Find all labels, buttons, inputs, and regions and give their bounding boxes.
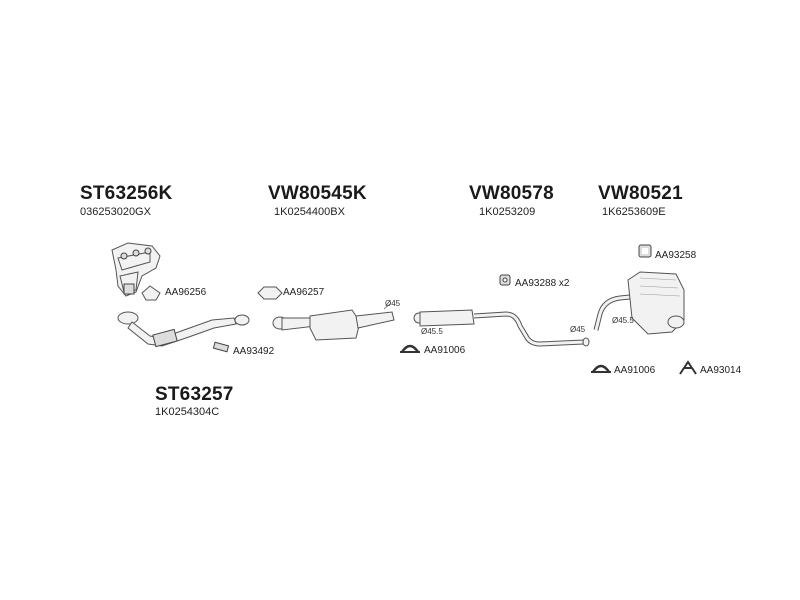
diameter-label-45-5-centre: Ø45.5 xyxy=(421,327,443,336)
part-code-vw80545k: VW80545K xyxy=(268,183,367,204)
catalytic-converter xyxy=(272,309,395,341)
part-code-st63256k: ST63256K xyxy=(80,183,173,204)
diameter-label-45-cat: Ø45 xyxy=(385,299,401,308)
oem-number-vw80578: 1K0253209 xyxy=(479,206,536,218)
centre-silencer xyxy=(413,309,590,347)
accessory-label-aa93288: AA93288 x2 xyxy=(515,278,570,289)
rubber-hanger-aa93258-icon xyxy=(638,244,652,258)
front-pipe xyxy=(117,311,250,348)
accessory-label-aa91006-right: AA91006 xyxy=(614,365,656,376)
oem-number-st63256k: 036253020GX xyxy=(80,206,151,218)
part-code-vw80521: VW80521 xyxy=(598,183,683,204)
exhaust-manifold xyxy=(111,242,161,297)
clamp-aa91006-icon xyxy=(400,344,420,353)
accessory-label-aa93258: AA93258 xyxy=(655,250,697,261)
oem-number-vw80545k: 1K0254400BX xyxy=(274,206,345,218)
rubber-mount-aa93288-icon xyxy=(499,274,511,286)
clamp-aa91006-right-icon xyxy=(591,364,611,373)
oem-number-vw80521: 1K6253609E xyxy=(602,206,666,218)
part-code-st63257: ST63257 xyxy=(155,384,234,405)
diameter-label-45-5-rear: Ø45.5 xyxy=(612,316,634,325)
oem-number-st63257: 1K0254304C xyxy=(155,406,220,418)
accessory-label-aa93492: AA93492 xyxy=(233,346,275,357)
part-code-vw80578: VW80578 xyxy=(469,183,554,204)
accessory-label-aa96257: AA96257 xyxy=(283,287,325,298)
gasket-aa96257-icon xyxy=(257,286,283,300)
gasket-aa96256-icon xyxy=(141,285,161,301)
bracket-aa93014-icon xyxy=(679,360,697,375)
diameter-label-45-centre-pipe: Ø45 xyxy=(570,325,586,334)
rear-silencer xyxy=(593,271,685,335)
bolt-aa93492-icon xyxy=(212,341,230,353)
accessory-label-aa91006-left: AA91006 xyxy=(424,345,466,356)
accessory-label-aa96256: AA96256 xyxy=(165,287,207,298)
accessory-label-aa93014: AA93014 xyxy=(700,365,742,376)
